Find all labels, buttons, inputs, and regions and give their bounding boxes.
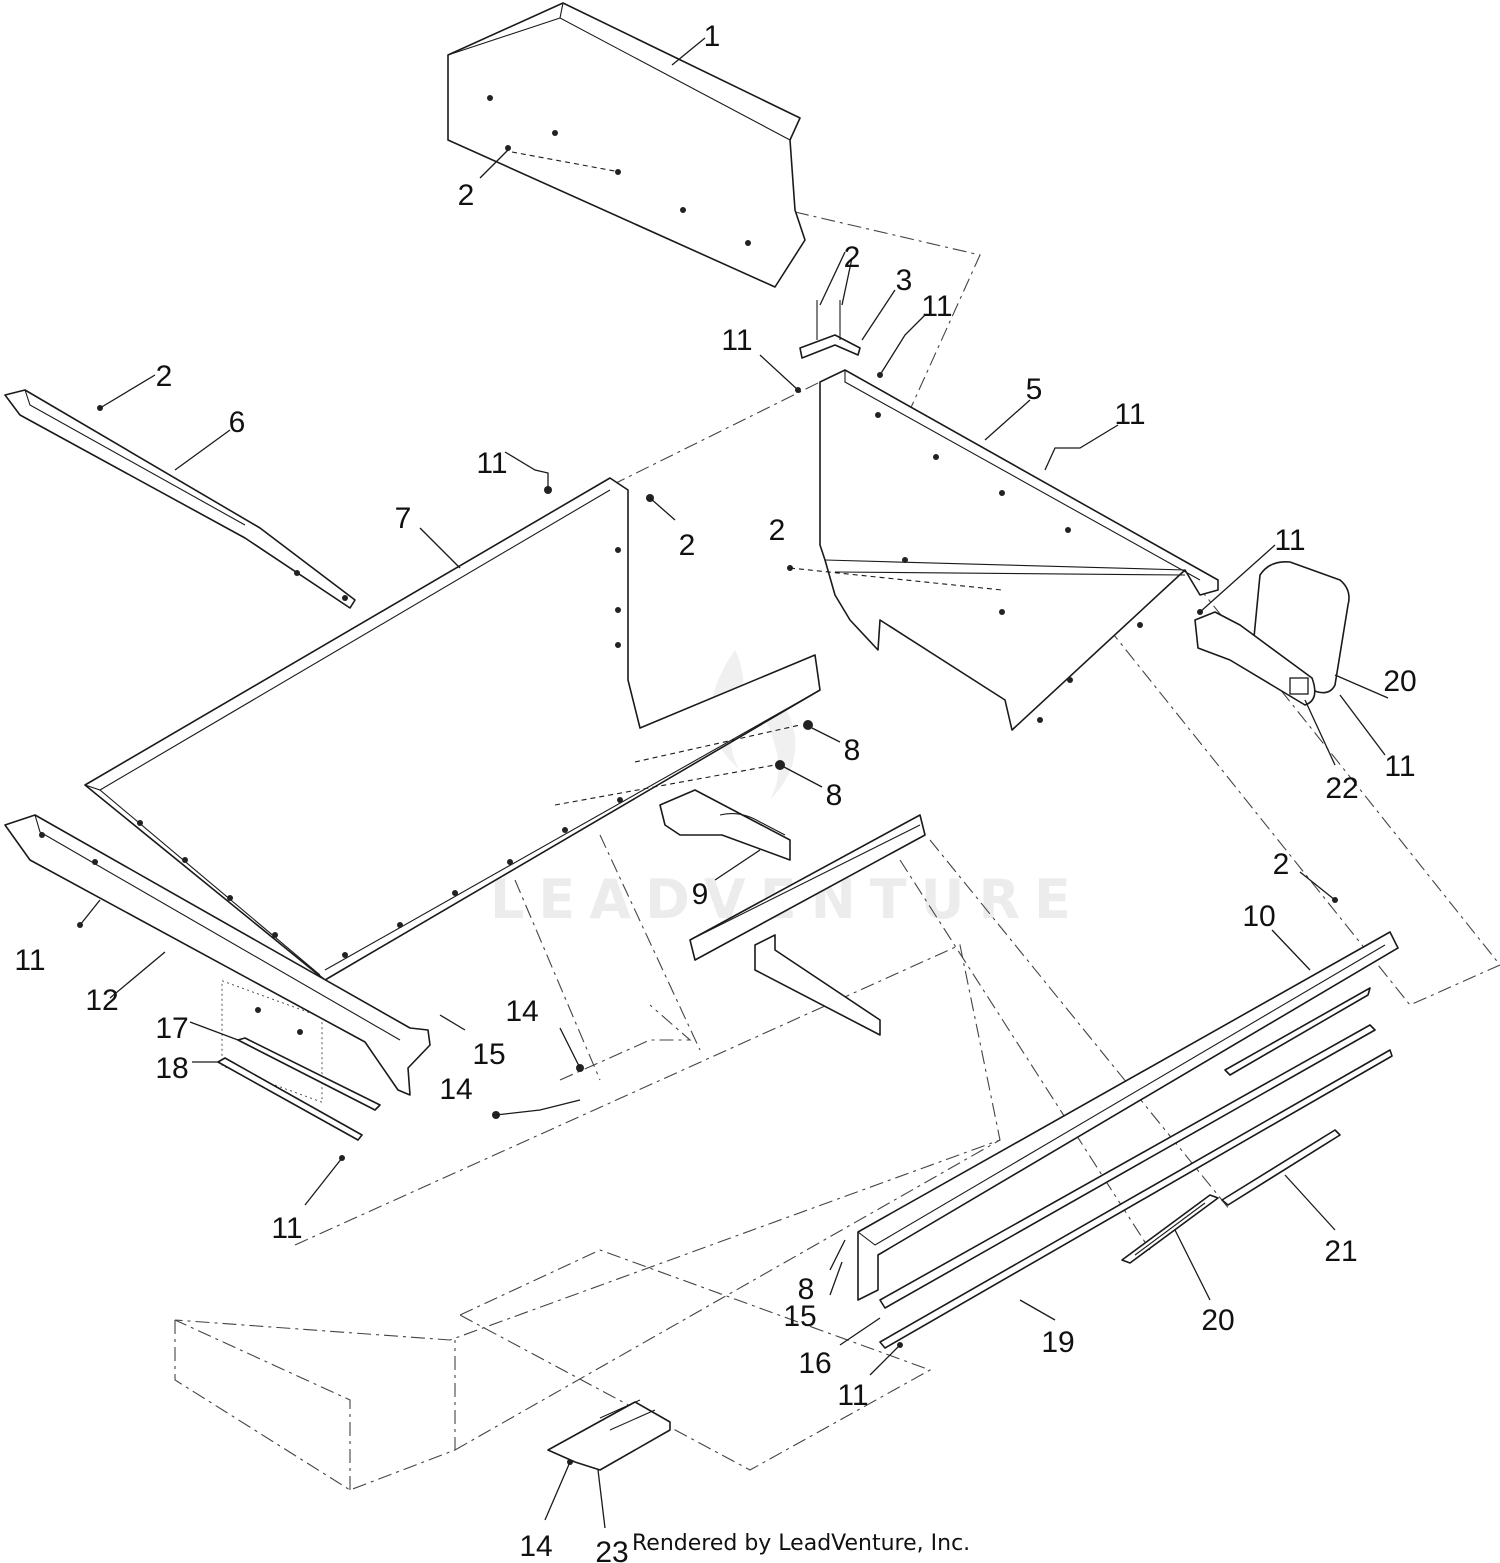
part-7-main-panel [84,451,841,981]
callout-label: 11 [1274,524,1305,557]
callout-label: 11 [837,1379,868,1412]
callout-label: 19 [1041,1326,1074,1359]
part-1-top-cover [447,2,806,288]
panel-7-edge-holes [137,547,623,958]
callout-label: 20 [1383,665,1416,698]
callout-label: 10 [1242,900,1275,933]
callout-label: 2 [679,529,696,562]
callout-label: 11 [1384,750,1415,783]
callout-label: 2 [844,241,861,274]
callout-label: 11 [921,290,952,323]
callout-label: 5 [1026,373,1043,406]
callout-label: 11 [476,447,507,480]
callout-label: 8 [826,779,843,812]
callout-label: 2 [769,514,786,547]
callout-label: 2 [156,360,173,393]
callout-label: 8 [798,1273,815,1306]
callout-label: 9 [692,878,709,911]
part-21-decal [1221,1129,1341,1231]
callout-label: 11 [14,944,45,977]
callout-label: 14 [519,1530,552,1563]
part-5-right-shield [759,314,1219,731]
callout-label: 11 [1114,398,1145,431]
part-23-bottom-bracket [547,1399,671,1529]
part-20-decal-lower [1121,1194,1219,1301]
part-3-bracket [799,251,896,359]
callout-label: 11 [271,1212,302,1245]
callout-label: 6 [229,406,246,439]
callout-label: 1 [704,20,721,53]
callout-label: 23 [595,1536,628,1563]
part-19-long-strip [829,987,1393,1376]
callout-label: 3 [896,264,913,297]
callout-label: 15 [472,1038,505,1071]
part-10-right-rail [857,871,1399,1301]
callout-label: 14 [505,995,538,1028]
part-22-actuator [1194,544,1386,766]
callout-label: 18 [155,1052,188,1085]
callout-label: 22 [1325,772,1358,805]
callout-label: 7 [395,502,412,535]
callout-label: 21 [1324,1235,1357,1268]
callout-label: 12 [85,984,118,1017]
part-18-strip [192,1057,363,1206]
callout-label: 17 [155,1012,188,1045]
callout-label: 20 [1201,1304,1234,1337]
callout-label: 15 [783,1300,816,1333]
callout-label: 2 [458,179,475,212]
callout-label: 2 [1273,848,1290,881]
part-9-cross-bracket [659,789,926,1036]
part-17-strip [189,1021,381,1111]
assembly-guide-lines [459,211,1500,1471]
part-12-lower-left-rail [4,814,466,1096]
callout-label: 11 [721,324,752,357]
callout-label: 16 [798,1347,831,1380]
credit-text: Rendered by LeadVenture, Inc. [632,1531,970,1556]
callout-label: 8 [844,734,861,767]
part-6-left-rail [4,374,356,609]
base-chassis [174,944,1001,1491]
callout-label: 14 [439,1073,472,1106]
